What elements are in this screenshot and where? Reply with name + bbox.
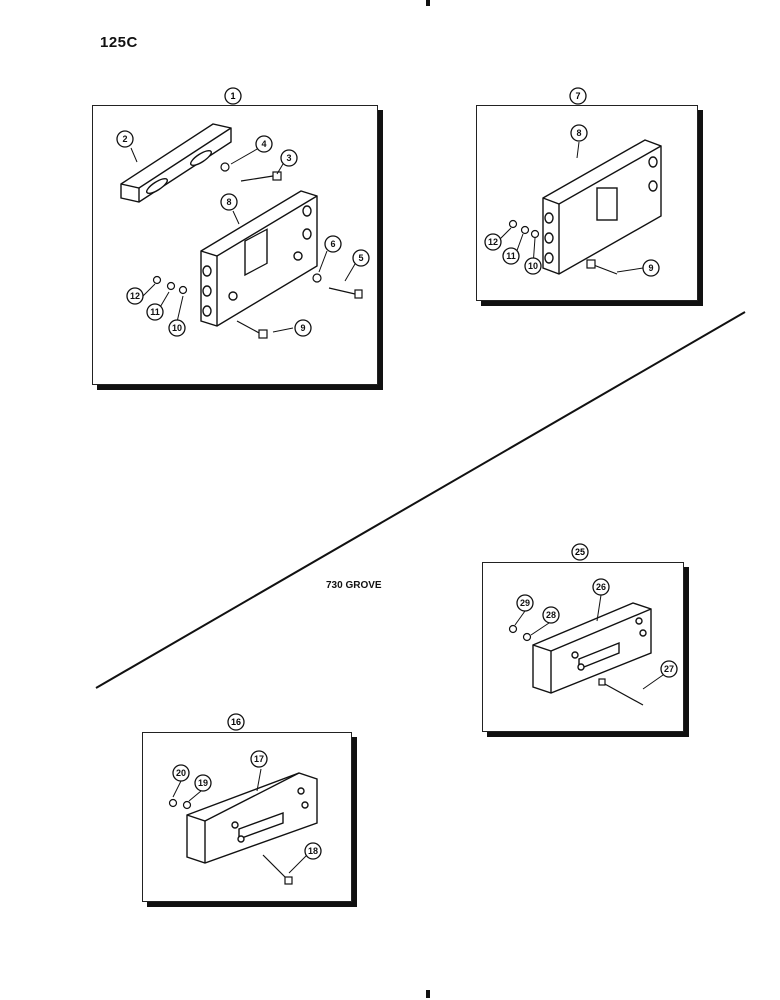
panel-set-1: 2 4 3 8 6 5 12 11 10 9 [92,105,378,385]
page-number: 125C [100,34,138,51]
panel-set-25: 29 28 26 27 [482,562,684,732]
callout-circles [172,750,322,860]
callout-circles [484,124,660,277]
callout-17: 17 [254,754,264,764]
panel-3-shadow-bottom [487,732,689,737]
panel-4-shadow [352,737,357,907]
panel-1-shadow [378,110,383,390]
callout-10b: 10 [528,261,538,271]
callout-12a: 12 [130,291,140,301]
bottom-edge-mark [426,990,430,998]
callout-29: 29 [520,598,530,608]
hardware-illustration [508,624,644,706]
panel-1-shadow-bottom [97,385,383,390]
callout-3: 3 [286,153,291,163]
callout-12b: 12 [488,237,498,247]
callout-11a: 11 [150,307,160,317]
callout-5: 5 [358,253,363,263]
model-label: 730 GROVE [326,580,382,591]
weight-block-illustration [542,139,662,275]
hardware-illustration [152,162,363,339]
panel-3-drawing: 29 28 26 27 [508,578,678,706]
panel-2-shadow-bottom [481,301,703,306]
panel-2-drawing: 8 12 11 10 9 [484,124,662,277]
callout-10a: 10 [172,323,182,333]
callout-18: 18 [308,846,318,856]
weight-block-illustration [186,772,318,864]
callout-6: 6 [330,239,335,249]
leader-lines [514,594,664,690]
callout-28: 28 [546,610,556,620]
callout-8a: 8 [226,197,231,207]
hardware-illustration [508,219,618,275]
top-edge-mark [426,0,430,6]
callout-4: 4 [261,139,266,149]
weight-block-illustration [200,190,318,327]
hardware-illustration [168,798,293,885]
panel-set-16: 20 19 17 18 [142,732,352,902]
panel-4-shadow-bottom [147,902,357,907]
callout-20: 20 [176,768,186,778]
callout-11b: 11 [506,251,516,261]
weight-bar-illustration [120,123,232,203]
callout-26: 26 [596,582,606,592]
callout-27: 27 [664,664,674,674]
panel-set-7: 8 12 11 10 9 [476,105,698,301]
callout-19: 19 [198,778,208,788]
callout-8b: 8 [576,128,581,138]
callout-circles [516,578,678,678]
panel-3-shadow [684,567,689,737]
panel-4-drawing: 20 19 17 18 [168,750,322,885]
callout-2: 2 [122,134,127,144]
leader-lines [172,768,308,874]
panel-2-shadow [698,110,703,306]
weight-block-illustration [532,602,652,694]
panel-1-drawing: 2 4 3 8 6 5 12 11 10 9 [116,123,370,339]
callout-circles [116,130,370,337]
callout-9a: 9 [300,323,305,333]
callout-9b: 9 [648,263,653,273]
